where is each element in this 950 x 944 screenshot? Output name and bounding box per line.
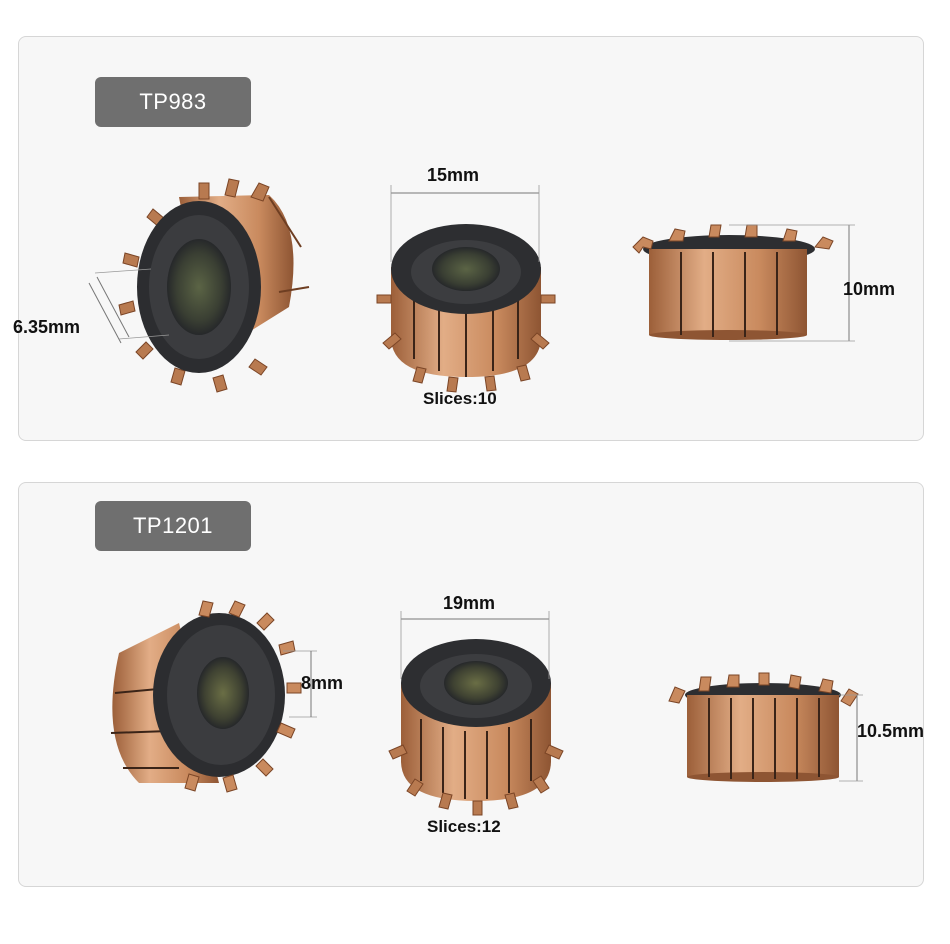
outer-diameter-label: 15mm [427,165,480,185]
slices-label: Slices:12 [427,817,501,836]
commutator-front-view [376,185,556,393]
commutator-angled-view [88,178,310,393]
height-label: 10.5mm [857,721,925,741]
commutator-angled-view [110,600,317,793]
commutator-front-view [388,611,564,816]
slices-label: Slices:10 [423,389,497,408]
commutator-illustrations [110,600,863,816]
product-panel-tp1201: TP1201 [18,482,924,887]
commutator-side-view [668,672,863,782]
height-label: 10mm [843,279,896,299]
commutator-illustrations [88,178,855,393]
hole-diameter-label: 8mm [301,673,344,693]
model-tag: TP983 [95,77,251,127]
outer-diameter-label: 19mm [443,593,496,613]
model-tag: TP1201 [95,501,251,551]
hole-diameter-label: 6.35mm [13,317,81,337]
product-panel-tp983: TP983 [13,36,924,441]
commutator-side-view [632,224,855,342]
